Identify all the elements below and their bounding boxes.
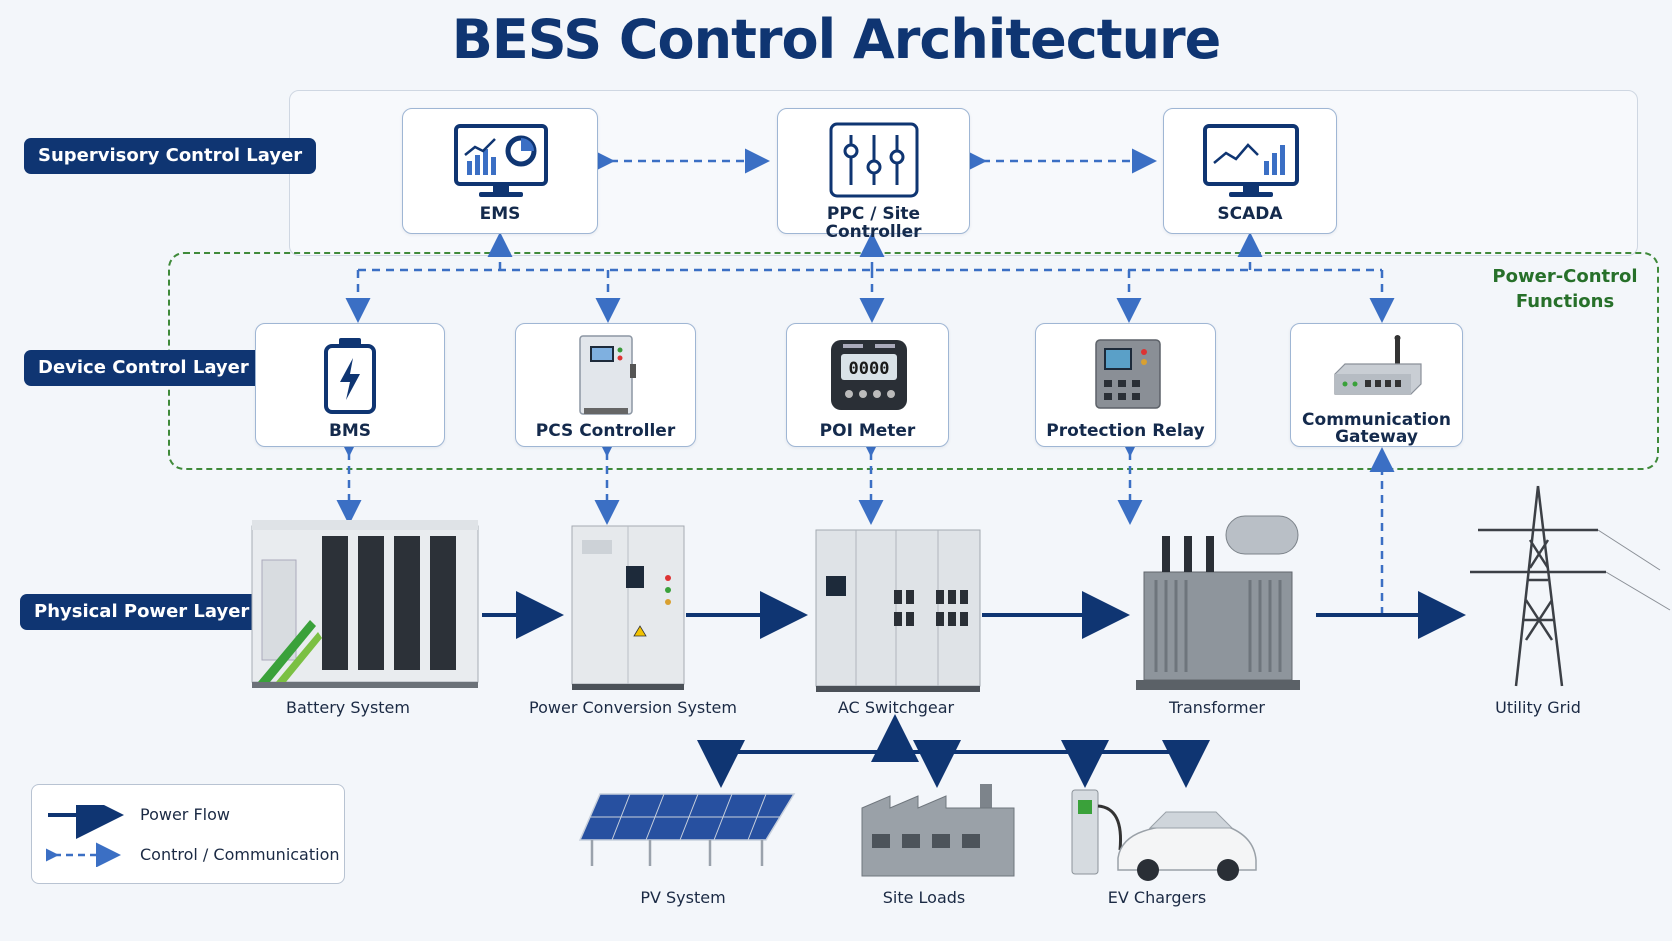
protection-relay-label: Protection Relay (1046, 421, 1205, 441)
poi-meter-card[interactable]: 0000 POI Meter (786, 323, 949, 447)
page-title: BESS Control Architecture (451, 8, 1222, 71)
meter-icon: 0000 (831, 340, 907, 410)
legend-swatches (46, 805, 124, 867)
bms-card[interactable]: BMS (255, 323, 445, 447)
ems-label: EMS (479, 204, 521, 224)
protection-relay-card[interactable]: Protection Relay (1035, 323, 1216, 447)
utility-grid-label: Utility Grid (1495, 698, 1581, 717)
ppc-card[interactable]: PPC / Site Controller (777, 108, 970, 241)
ppc-label: PPC / Site Controller (825, 204, 922, 242)
pcs-controller-label: PCS Controller (535, 421, 676, 441)
ac-switchgear-label: AC Switchgear (837, 698, 955, 717)
gateway-card[interactable]: Communication Gateway (1290, 323, 1463, 447)
layer-label-device: Device Control Layer (24, 350, 263, 386)
legend-power-flow-label: Power Flow (140, 805, 230, 824)
site-loads-label: Site Loads (882, 888, 966, 907)
switchgear-image (815, 529, 981, 692)
legend-control-label: Control / Communication (140, 845, 340, 864)
scada-card[interactable]: SCADA (1163, 108, 1337, 234)
bms-label: BMS (328, 421, 372, 441)
transformer-image (1136, 515, 1300, 690)
gateway-label: Communication Gateway (1302, 410, 1451, 447)
pcs-controller-card[interactable]: PCS Controller (515, 323, 696, 447)
factory-image (861, 784, 1015, 877)
legend: Power Flow Control / Communication (31, 784, 345, 884)
pcs-cabinet-image (571, 525, 685, 690)
power-control-label: Power-Control Functions (1492, 266, 1638, 312)
relay-icon (1095, 339, 1161, 409)
ev-chargers-label: EV Chargers (1107, 888, 1207, 907)
ems-card[interactable]: EMS (402, 108, 598, 234)
poi-display-text: 0000 (849, 359, 890, 379)
monitor-chart-icon (454, 124, 548, 197)
battery-system-label: Battery System (286, 698, 410, 717)
pv-panels-image (578, 793, 796, 866)
power-conversion-system-label: Power Conversion System (529, 698, 737, 717)
layer-label-supervisory: Supervisory Control Layer (24, 138, 317, 174)
scada-label: SCADA (1217, 204, 1283, 224)
battery-container-image (251, 520, 479, 688)
router-icon (1334, 335, 1422, 395)
poi-meter-label: POI Meter (819, 421, 916, 441)
battery-bolt-icon (324, 338, 376, 414)
transmission-tower-image (1470, 485, 1671, 687)
layer-label-physical: Physical Power Layer (20, 594, 264, 630)
sliders-icon (829, 122, 919, 198)
pv-system-label: PV System (640, 888, 726, 907)
ev-charger-car-image (1071, 789, 1257, 881)
cabinet-icon (579, 335, 636, 415)
transformer-label: Transformer (1168, 698, 1265, 717)
monitor-trend-icon (1203, 124, 1299, 197)
